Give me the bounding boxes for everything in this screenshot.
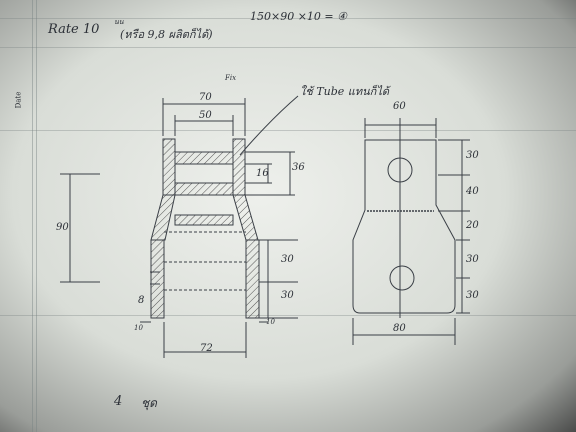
- dim-60: 60: [393, 101, 406, 112]
- side-profile: [352, 139, 456, 314]
- dim-right-4: 30: [466, 254, 479, 265]
- quantity: 4: [114, 394, 123, 409]
- dim-right-2: 40: [466, 186, 479, 197]
- rate-note: (หรือ 9,8 ผลิตก็ได้): [120, 28, 213, 41]
- dim-right-5: 30: [466, 290, 479, 301]
- dim-80: 80: [393, 323, 406, 334]
- dim-right-1: 30: [466, 150, 479, 161]
- ruled-line: [0, 47, 576, 48]
- rate-text: Rate 10: [48, 22, 100, 37]
- dim-30-b: 30: [281, 290, 294, 301]
- tube-bottom: [174, 182, 234, 196]
- cross-bar: [174, 214, 234, 226]
- margin-line: [32, 0, 33, 432]
- stock-size: 150×90 ×10 = ④: [250, 10, 347, 23]
- dim-70: 70: [199, 92, 212, 103]
- ruled-line: [0, 315, 576, 316]
- dim-50: 50: [199, 110, 212, 121]
- right-lower-plate: [245, 239, 260, 319]
- left-lower-plate: [150, 239, 165, 319]
- dim-36: 36: [292, 162, 305, 173]
- dim-70-note: Fix: [225, 74, 237, 82]
- margin-line: [36, 0, 37, 432]
- rate-unit: นน: [114, 18, 124, 26]
- dim-16: 16: [256, 168, 269, 179]
- dim-8: 8: [138, 295, 145, 306]
- dim-72: 72: [200, 343, 213, 354]
- right-upper-plate: [232, 138, 246, 196]
- right-bend: [232, 194, 259, 241]
- quantity-unit: ชุด: [141, 396, 157, 410]
- lower-hole: [389, 265, 415, 291]
- dim-30-a: 30: [281, 254, 294, 265]
- left-bend: [150, 194, 176, 241]
- tube-top: [174, 151, 234, 165]
- dim-10-right: 10: [266, 318, 275, 326]
- dim-10-left: 10: [134, 324, 143, 332]
- date-label: Date: [14, 91, 23, 109]
- ruled-line: [0, 130, 576, 131]
- ruled-line: [0, 18, 576, 19]
- dim-right-3: 20: [466, 220, 479, 231]
- dim-90: 90: [56, 222, 69, 233]
- left-upper-plate: [162, 138, 176, 196]
- tube-note: ใช้ Tube แทนก็ได้: [300, 85, 389, 98]
